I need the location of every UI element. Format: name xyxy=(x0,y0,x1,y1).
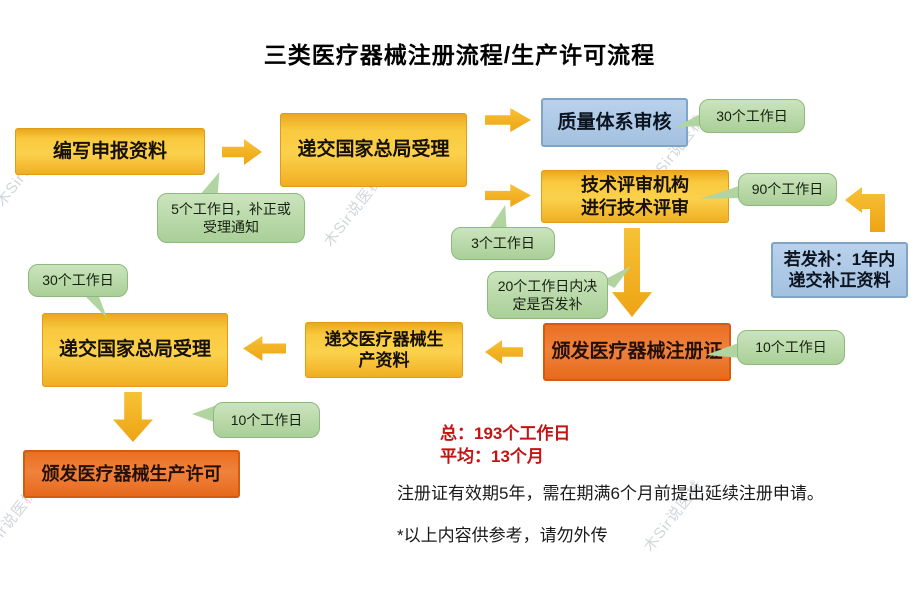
callout-audit-30days-label: 30个工作日 xyxy=(716,107,788,124)
elbow-arrow-icon xyxy=(845,187,885,232)
box-submit-production-label: 递交医疗器械生 产资料 xyxy=(324,329,444,370)
callout-cert-10days-label: 10个工作日 xyxy=(755,339,827,356)
box-issue-license: 颁发医疗器械生产许可 xyxy=(23,450,240,498)
box-submit-acceptance-1: 递交国家总局受理 xyxy=(280,113,467,187)
summary-total-days: 总：193个工作日 xyxy=(440,424,571,443)
callout-accept-30days: 30个工作日 xyxy=(28,264,128,297)
callout-decide-20days: 20个工作日内决 定是否发补 xyxy=(487,271,608,319)
box-tech-review: 技术评审机构 进行技术评审 xyxy=(541,170,729,223)
box-supplement-note: 若发补：1年内 递交补正资料 xyxy=(771,242,908,298)
box-supplement-note-label: 若发补：1年内 递交补正资料 xyxy=(783,249,896,290)
box-issue-registration: 颁发医疗器械注册证 xyxy=(543,323,731,381)
box-issue-registration-label: 颁发医疗器械注册证 xyxy=(551,341,723,363)
box-submit-acceptance-2: 递交国家总局受理 xyxy=(42,313,228,387)
callout-accept-5days: 5个工作日，补正或 受理通知 xyxy=(157,193,305,243)
box-quality-audit-label: 质量体系审核 xyxy=(557,111,672,133)
arrow-right-icon xyxy=(222,139,262,165)
callout-audit-30days: 30个工作日 xyxy=(699,99,805,133)
callout-forward-3days: 3个工作日 xyxy=(451,227,555,260)
callout-license-10days-label: 10个工作日 xyxy=(230,411,303,428)
note-disclaimer: *以上内容供参考，请勿外传 xyxy=(397,526,608,545)
box-tech-review-label: 技术评审机构 进行技术评审 xyxy=(581,175,689,218)
summary-totals: 总：193个工作日 平均：13个月 xyxy=(440,423,570,469)
callout-license-10days: 10个工作日 xyxy=(213,402,320,438)
note-validity: 注册证有效期5年，需在期满6个月前提出延续注册申请。 xyxy=(397,484,824,503)
callout-review-90days: 90个工作日 xyxy=(738,173,837,206)
callout-forward-3days-label: 3个工作日 xyxy=(471,235,535,252)
arrow-right-icon xyxy=(485,184,531,207)
box-write-materials: 编写申报资料 xyxy=(15,128,205,175)
box-submit-acceptance-2-label: 递交国家总局受理 xyxy=(58,339,211,361)
summary-average-months: 平均：13个月 xyxy=(440,446,544,466)
page-title: 三类医疗器械注册流程/生产许可流程 xyxy=(263,42,656,68)
box-submit-acceptance-1-label: 递交国家总局受理 xyxy=(297,139,450,161)
box-quality-audit: 质量体系审核 xyxy=(541,98,688,147)
callout-review-90days-label: 90个工作日 xyxy=(751,181,824,198)
callout-accept-5days-label: 5个工作日，补正或 受理通知 xyxy=(171,200,291,235)
callout-decide-20days-label: 20个工作日内决 定是否发补 xyxy=(497,277,598,312)
box-issue-license-label: 颁发医疗器械生产许可 xyxy=(41,463,222,484)
box-write-materials-label: 编写申报资料 xyxy=(52,140,167,162)
arrow-right-icon xyxy=(485,108,531,132)
box-submit-production: 递交医疗器械生 产资料 xyxy=(305,322,463,378)
arrow-down-icon xyxy=(612,228,652,317)
arrow-left-icon xyxy=(243,336,286,361)
arrow-down-icon xyxy=(113,392,153,442)
callout-cert-10days: 10个工作日 xyxy=(737,330,845,365)
arrow-left-icon xyxy=(485,340,523,364)
callout-accept-30days-label: 30个工作日 xyxy=(42,272,114,289)
